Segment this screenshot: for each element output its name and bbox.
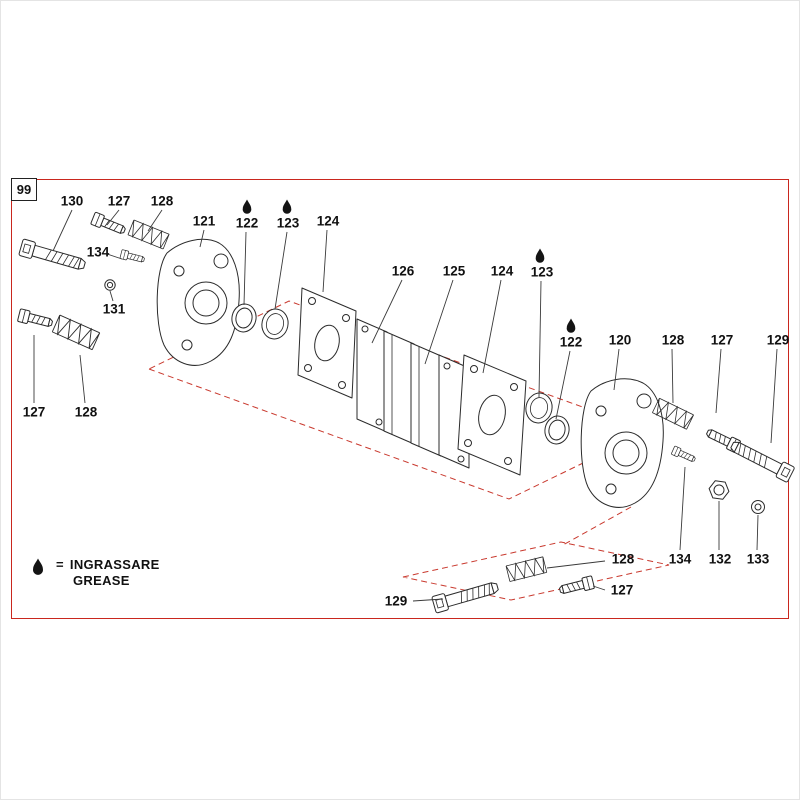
spring-128-left [51,314,101,351]
part-label-126: 126 [391,263,415,279]
part-label-125: 125 [442,263,466,279]
part-label-132: 132 [708,551,732,567]
ring-131 [104,279,116,291]
spring-128-top [127,219,170,250]
figure-number-box: 99 [11,178,37,201]
part-label-130: 130 [60,193,84,209]
grease-drop-icon [242,199,252,214]
bolt-129-right [727,436,796,484]
part-label-123-left: 123 [276,215,300,231]
part-label-127-left: 127 [22,404,46,420]
part-label-129-right: 129 [766,332,790,348]
part-label-127-bottom: 127 [610,582,634,598]
part-label-124-left: 124 [316,213,340,229]
screw-134-left [119,249,146,265]
seal-122-left [231,303,257,333]
screw-127-left [16,308,55,331]
grease-legend: = INGRASSARE GREASE [29,557,160,588]
grease-drop-icon [535,248,545,263]
diagram-frame [11,179,789,619]
screw-127-top [90,211,128,238]
leader-lines [33,209,778,602]
seal-122-right [544,415,570,445]
part-label-131: 131 [102,301,126,317]
caliper-half-121 [156,238,240,366]
grease-drop-icon [33,558,43,575]
grease-drop-icon [566,318,576,333]
shim-plates-126 [356,318,415,445]
washer-133 [751,500,765,514]
part-label-128-top: 128 [150,193,174,209]
grease-drop-icon [282,199,292,214]
legend-text: = INGRASSARE GREASE [56,557,160,588]
part-label-133: 133 [746,551,770,567]
part-label-128-bottom: 128 [611,551,635,567]
legend-line1: INGRASSARE [69,557,160,572]
figure-number: 99 [16,182,32,197]
spring-128-bottom [505,556,548,582]
part-label-121: 121 [192,213,216,229]
part-label-129-bottom: 129 [384,593,408,609]
piston-123-right [525,392,553,424]
screw-134-right [670,445,697,465]
part-label-127-right: 127 [710,332,734,348]
legend-equals: = [56,557,64,572]
part-label-127-top: 127 [107,193,131,209]
part-label-122-right: 122 [559,334,583,350]
part-label-120: 120 [608,332,632,348]
part-label-123-right: 123 [530,264,554,280]
part-label-124-mid: 124 [490,263,514,279]
caliper-half-120 [580,378,664,508]
part-label-128-right: 128 [661,332,685,348]
piston-123-left [261,308,289,340]
nut-132 [708,480,730,500]
legend-line2: GREASE [73,572,130,588]
part-label-134-left: 134 [86,244,110,260]
pad-plate-124-left [297,287,357,399]
pad-plate-124-right [457,354,527,476]
part-label-122-left: 122 [235,215,259,231]
screw-127-bottom [557,575,596,598]
part-label-134-right: 134 [668,551,692,567]
bolt-130 [18,238,88,274]
part-label-128-left: 128 [74,404,98,420]
